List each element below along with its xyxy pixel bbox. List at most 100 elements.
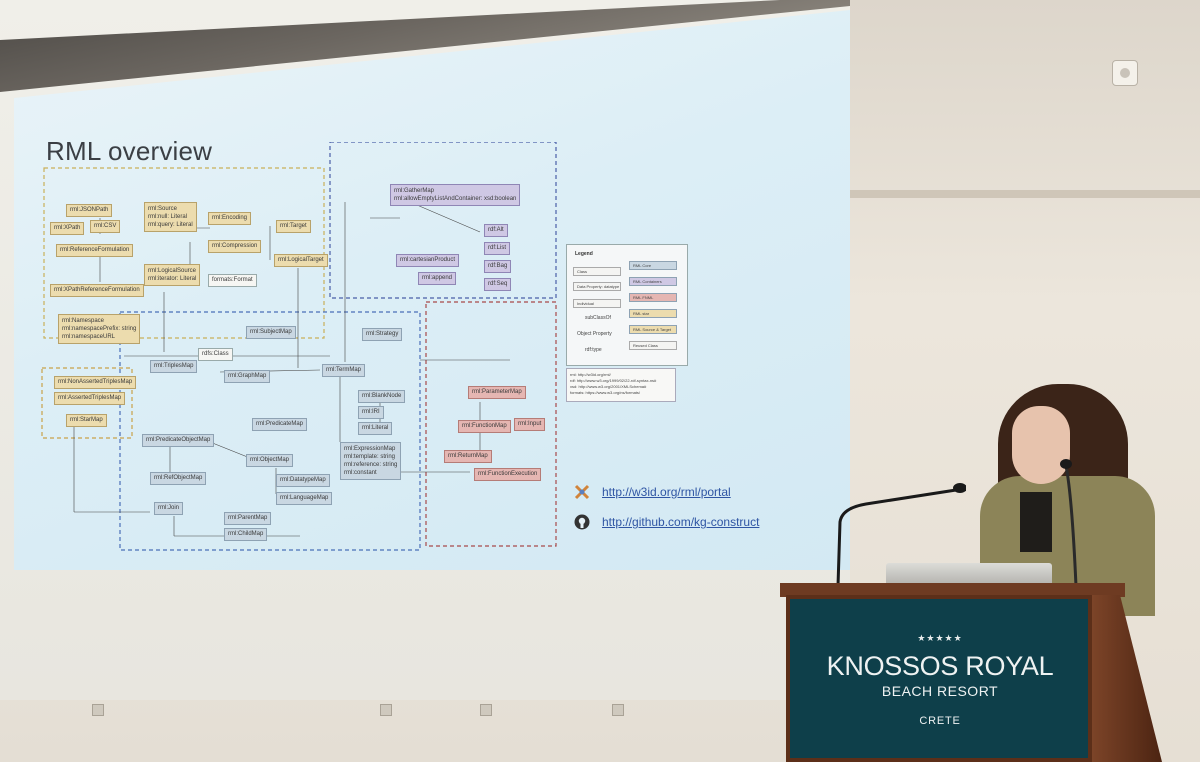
- node-ref-object-map: rml:RefObjectMap: [150, 472, 207, 485]
- github-link-text[interactable]: http://github.com/kg-construct: [602, 515, 760, 529]
- node-iri: rml:IRI: [358, 406, 384, 419]
- node-parent-map: rml:ParentMap: [224, 512, 272, 525]
- node-predicate-map: rml:PredicateMap: [252, 418, 308, 431]
- podium-front: ★★★★★ KNOSSOS ROYAL BEACH RESORT CRETE: [786, 595, 1092, 762]
- node-namespace-prefix: rml:namespacePrefix: string: [62, 326, 137, 332]
- node-source: rml:Source rml:null: Literal rml:query: …: [144, 202, 197, 232]
- legend-left-3: subClassOf: [585, 315, 611, 321]
- node-child-map: rml:ChildMap: [224, 528, 268, 541]
- legend-title: Legend: [575, 251, 593, 257]
- node-source-query: rml:query: Literal: [148, 222, 193, 228]
- rml-portal-link-text[interactable]: http://w3id.org/rml/portal: [602, 485, 731, 499]
- legend-left-2: Individual: [573, 299, 621, 308]
- node-logical-source-title: rml:LogicalSource: [148, 268, 197, 274]
- node-rdf-list: rdf:List: [484, 242, 511, 255]
- podium-brand: KNOSSOS ROYAL: [826, 651, 1054, 681]
- node-object-map: rml:ObjectMap: [246, 454, 294, 467]
- legend-right-4: RML Source & Target: [629, 325, 677, 334]
- floor-socket: [92, 704, 104, 716]
- node-namespace-url: rml:namespaceURL: [62, 334, 116, 340]
- node-xpath-ref: rml:XPathReferenceFormulation: [50, 284, 144, 297]
- node-logical-target: rml:LogicalTarget: [274, 254, 328, 267]
- wall-band: [850, 190, 1200, 198]
- floor-socket: [612, 704, 624, 716]
- legend-left-1: Data Property: datatype: [573, 282, 621, 291]
- diagram-legend: Legend Class Data Property: datatype Ind…: [566, 244, 688, 366]
- node-compression: rml:Compression: [208, 240, 262, 253]
- rml-portal-link[interactable]: http://w3id.org/rml/portal: [574, 484, 731, 500]
- speaker-shirt: [1020, 492, 1052, 552]
- node-function-map: rml:FunctionMap: [458, 420, 511, 433]
- node-expression-map: rml:ExpressionMap rml:template: string r…: [340, 442, 402, 480]
- legend-right-5: Reused Class: [629, 341, 677, 350]
- laptop: [886, 563, 1052, 583]
- node-source-null: rml:null: Literal: [148, 214, 188, 220]
- rml-diagram: rml:JSONPath rml:XPath rml:CSV rml:Refer…: [40, 142, 560, 554]
- node-input: rml:Input: [514, 418, 546, 431]
- rml-logo-icon: [574, 484, 590, 500]
- node-rdf-seq: rdf:Seq: [484, 278, 512, 291]
- node-template: rml:template: string: [344, 454, 396, 460]
- legend-left-5: rdf:type: [585, 347, 602, 353]
- node-graph-map: rml:GraphMap: [224, 370, 271, 383]
- legend-left-4: Object Property: [577, 331, 612, 337]
- node-gather-map-title: rml:GatherMap: [394, 188, 435, 194]
- node-rdf-alt: rdf:Alt: [484, 224, 508, 237]
- node-csv: rml:CSV: [90, 220, 121, 233]
- podium-top: [780, 583, 1125, 597]
- github-link[interactable]: http://github.com/kg-construct: [574, 514, 759, 530]
- floor-socket: [380, 704, 392, 716]
- floor-socket: [480, 704, 492, 716]
- node-formats-format: formats:Format: [208, 274, 257, 287]
- podium-side: [1092, 595, 1162, 762]
- node-rdf-bag: rdf:Bag: [484, 260, 512, 273]
- podium-location: CRETE: [919, 715, 961, 727]
- node-reference-formulation: rml:ReferenceFormulation: [56, 244, 134, 257]
- namespace-xsd: xsd: http://www.w3.org/2001/XMLSchema#: [570, 384, 647, 389]
- node-allow-empty: rml:allowEmptyListAndContainer: xsd:bool…: [394, 196, 517, 202]
- namespace-box: rml: http://w3id.org/rml/ rdf: http://ww…: [566, 368, 676, 402]
- speaker-face: [1012, 406, 1070, 484]
- podium-subtitle: BEACH RESORT: [881, 683, 999, 699]
- node-reference: rml:reference: string: [344, 462, 398, 468]
- microphone-icon: [836, 483, 966, 586]
- legend-right-0: RML Core: [629, 261, 677, 270]
- node-star-map: rml:StarMap: [66, 414, 107, 427]
- node-strategy: rml:Strategy: [362, 328, 403, 341]
- node-encoding: rml:Encoding: [208, 212, 252, 225]
- podium: ★★★★★ KNOSSOS ROYAL BEACH RESORT CRETE: [780, 583, 1180, 762]
- node-blank-node: rml:BlankNode: [358, 390, 406, 403]
- legend-left-0: Class: [573, 267, 621, 276]
- node-jsonpath: rml:JSONPath: [66, 204, 113, 217]
- legend-right-2: RML FNML: [629, 293, 677, 302]
- node-asserted: rml:AssertedTriplesMap: [54, 392, 126, 405]
- node-function-execution: rml:FunctionExecution: [474, 468, 542, 481]
- node-expression-map-title: rml:ExpressionMap: [344, 446, 396, 452]
- diagram-frames: [41, 142, 557, 551]
- github-icon: [574, 514, 590, 530]
- node-triples-map: rml:TriplesMap: [150, 360, 198, 373]
- node-subject-map: rml:SubjectMap: [246, 326, 296, 339]
- node-literal: rml:Literal: [358, 422, 393, 435]
- podium-stars: ★★★★★: [917, 633, 963, 643]
- node-source-title: rml:Source: [148, 206, 178, 212]
- namespace-rml: rml: http://w3id.org/rml/: [570, 372, 611, 377]
- slide-title: RML overview: [46, 136, 213, 166]
- node-xpath: rml:XPath: [50, 222, 85, 235]
- namespace-formats: formats: https://www.w3.org/ns/formats/: [570, 390, 641, 395]
- second-microphone-icon: [1060, 459, 1078, 586]
- node-datatype-map: rml:DatatypeMap: [276, 474, 330, 487]
- legend-right-3: RML star: [629, 309, 677, 318]
- node-term-map: rml:TermMap: [322, 364, 366, 377]
- node-iterator: rml:iterator: Literal: [148, 276, 197, 282]
- node-logical-source: rml:LogicalSource rml:iterator: Literal: [144, 264, 201, 286]
- legend-right-1: RML Containers: [629, 277, 677, 286]
- namespace-rdf: rdf: http://www.w3.org/1999/02/22-rdf-sy…: [570, 378, 657, 383]
- node-namespace: rml:Namespace rml:namespacePrefix: strin…: [58, 314, 141, 344]
- node-append: rml:append: [418, 272, 457, 285]
- node-target: rml:Target: [276, 220, 311, 233]
- node-join: rml:Join: [154, 502, 184, 515]
- node-namespace-title: rml:Namespace: [62, 318, 105, 324]
- node-non-asserted: rml:NonAssertedTriplesMap: [54, 376, 137, 389]
- node-parameter-map: rml:ParameterMap: [468, 386, 526, 399]
